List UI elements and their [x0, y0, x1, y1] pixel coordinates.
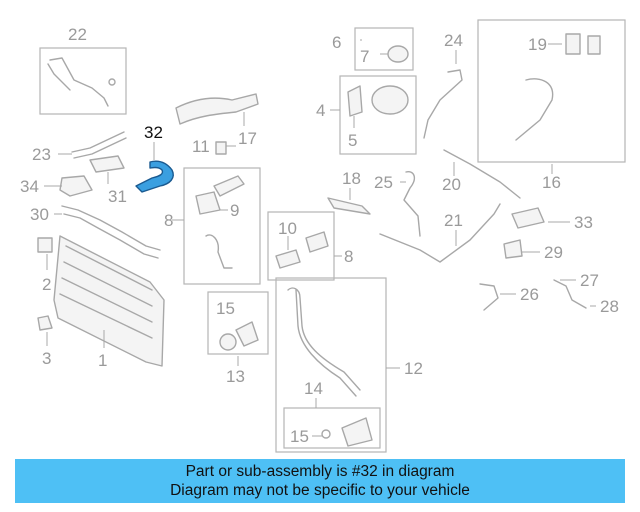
callout-29: 29	[544, 243, 563, 262]
part-1-radiator-fins	[59, 245, 153, 339]
callout-32: 32	[144, 123, 163, 142]
callout-14: 14	[304, 379, 323, 398]
part-14-housing	[341, 417, 373, 447]
callout-21: 21	[444, 211, 463, 230]
part-24-hose	[423, 69, 463, 139]
part-17-hose	[175, 93, 259, 125]
part-20-line	[443, 149, 521, 199]
part-22-pipe	[49, 57, 109, 107]
callout-6: 6	[332, 33, 341, 52]
part-33-fitting	[511, 207, 545, 229]
callout-33: 33	[574, 213, 593, 232]
part-22-bolt	[108, 78, 116, 86]
callout-1: 1	[98, 351, 107, 370]
part-8a-fitting	[195, 191, 221, 215]
part-26-hose	[479, 283, 499, 311]
callout-15b: 15	[290, 427, 309, 446]
callout-4: 4	[316, 101, 325, 120]
callout-27: 27	[580, 271, 599, 290]
part-10-fitting	[275, 249, 301, 269]
part-19-bolt-a	[565, 33, 581, 55]
group-box-6	[354, 27, 414, 71]
part-22-bracket	[47, 63, 71, 91]
group-box-13	[207, 291, 269, 355]
callout-5: 5	[348, 131, 357, 150]
callout-23: 23	[32, 145, 51, 164]
callout-2: 2	[42, 275, 51, 294]
part-32-hose-highlighted	[135, 160, 174, 193]
callout-30: 30	[30, 205, 49, 224]
callout-25: 25	[374, 173, 393, 192]
part-23-hose	[71, 131, 127, 159]
part-5-bracket	[347, 85, 363, 117]
group-box-8a	[183, 167, 261, 285]
part-8b-hose	[305, 231, 329, 253]
part-19-bolt-b	[587, 35, 601, 55]
info-banner-background	[15, 459, 625, 503]
part-25-hose	[403, 171, 421, 237]
part-2-mount	[37, 237, 53, 253]
callout-9: 9	[230, 201, 239, 220]
part-18-sensor	[327, 197, 371, 215]
part-31-hose	[89, 155, 125, 173]
part-8a-hose-lower	[205, 234, 233, 269]
callout-34: 34	[20, 177, 39, 196]
group-box-22	[39, 47, 127, 115]
part-15-ring	[219, 333, 237, 351]
callout-26: 26	[520, 285, 539, 304]
callout-7: 7	[360, 47, 369, 66]
group-box-16	[477, 19, 626, 163]
callout-15a: 15	[216, 299, 235, 318]
part-3-mount	[37, 315, 53, 331]
part-13-elbow	[235, 321, 259, 347]
info-banner: Part or sub-assembly is #32 in diagram D…	[15, 459, 625, 503]
banner-line-2: Diagram may not be specific to your vehi…	[170, 482, 470, 499]
part-15-oring	[321, 429, 331, 439]
callout-22: 22	[68, 25, 87, 44]
part-30-hose	[61, 205, 161, 259]
callout-12: 12	[404, 359, 423, 378]
callout-8a: 8	[164, 211, 173, 230]
part-21-pipe	[379, 203, 501, 263]
callout-16: 16	[542, 173, 561, 192]
part-16-pipe	[515, 78, 554, 141]
group-box-8b	[267, 211, 335, 281]
part-12-hose	[287, 287, 361, 397]
callout-3: 3	[42, 349, 51, 368]
callout-28: 28	[600, 297, 619, 316]
part-27-hose	[553, 279, 587, 309]
callout-20: 20	[442, 175, 461, 194]
callout-10: 10	[278, 219, 297, 238]
callout-8b: 8	[344, 247, 353, 266]
part-8a-hose-small	[213, 175, 245, 197]
part-7-cap	[387, 45, 409, 63]
group-box-4	[339, 75, 417, 155]
callout-11: 11	[192, 137, 210, 156]
part-29-hose	[503, 239, 523, 259]
callout-24: 24	[444, 31, 463, 50]
part-11-bolt	[215, 141, 227, 155]
part-34-housing	[59, 175, 93, 197]
callout-19: 19	[528, 35, 547, 54]
callout-17: 17	[238, 129, 257, 148]
callout-18: 18	[342, 169, 361, 188]
part-5-reservoir	[371, 85, 409, 115]
banner-line-1: Part or sub-assembly is #32 in diagram	[185, 463, 455, 480]
callout-31: 31	[108, 187, 127, 206]
group-box-12	[275, 277, 387, 453]
callout-13: 13	[226, 367, 245, 386]
group-box-14	[283, 407, 381, 449]
